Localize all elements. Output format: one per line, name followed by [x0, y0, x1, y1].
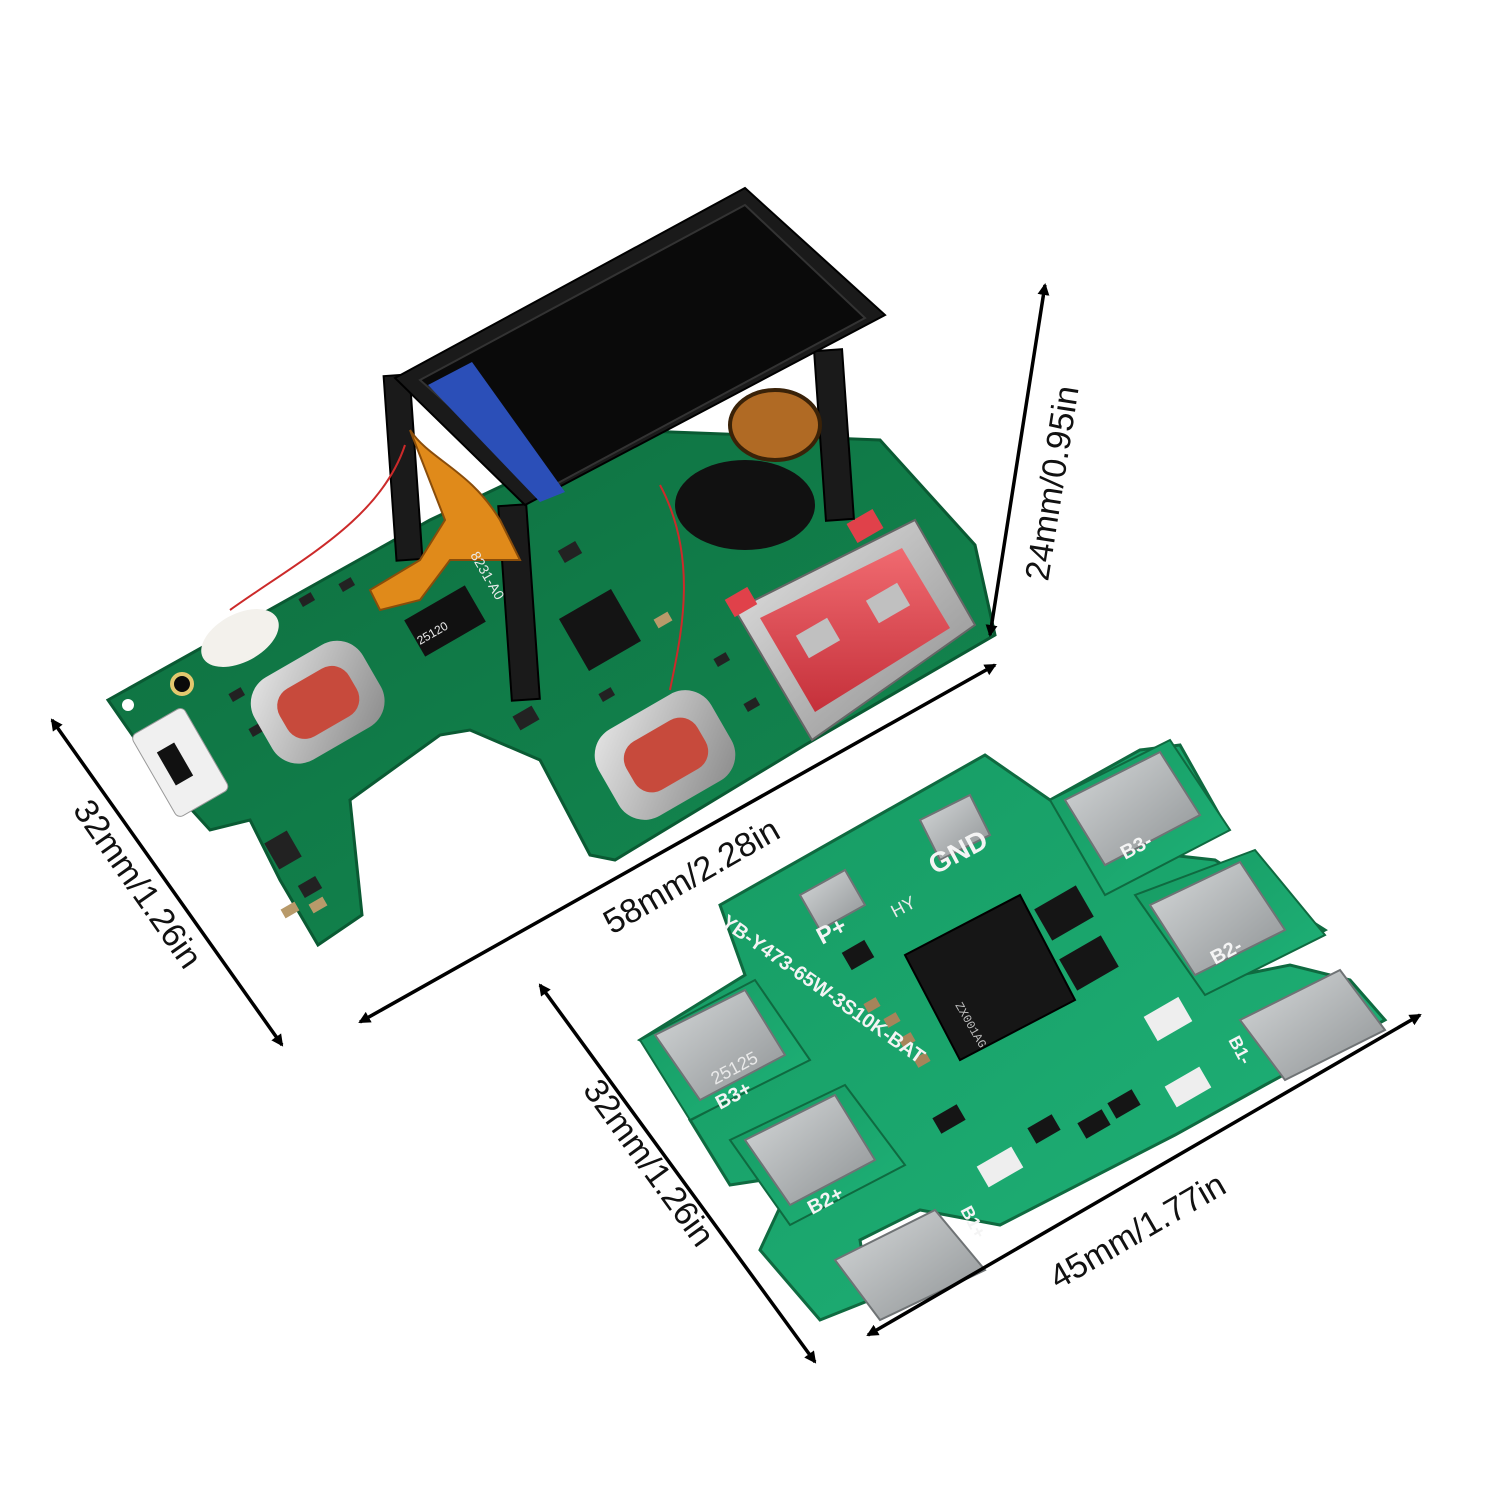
arrow-bms-width [866, 1013, 1422, 1337]
inductor [728, 388, 822, 462]
arrow-bms-depth [538, 983, 817, 1364]
thermistor [201, 609, 279, 667]
label-top-height: 24mm/0.95in [1018, 383, 1086, 583]
tab-b3minus [1048, 738, 1232, 897]
red-wire-left [229, 444, 406, 611]
mounting-hole [170, 672, 194, 696]
arrow-top-depth [50, 718, 284, 1047]
top-ic [559, 589, 641, 671]
arrow-top-width [358, 663, 997, 1024]
mounting-hole-small [122, 699, 134, 711]
label-top-depth: 32mm/1.26in [65, 793, 209, 976]
tab-b2minus [1133, 848, 1327, 997]
flex-ribbon-cable [368, 429, 522, 657]
usb-c-port-left [250, 640, 385, 764]
arrow-top-height [985, 283, 1050, 637]
screen-blue-edge [428, 362, 565, 502]
inductor-base [675, 460, 815, 550]
dimension-arrows [50, 283, 1422, 1364]
